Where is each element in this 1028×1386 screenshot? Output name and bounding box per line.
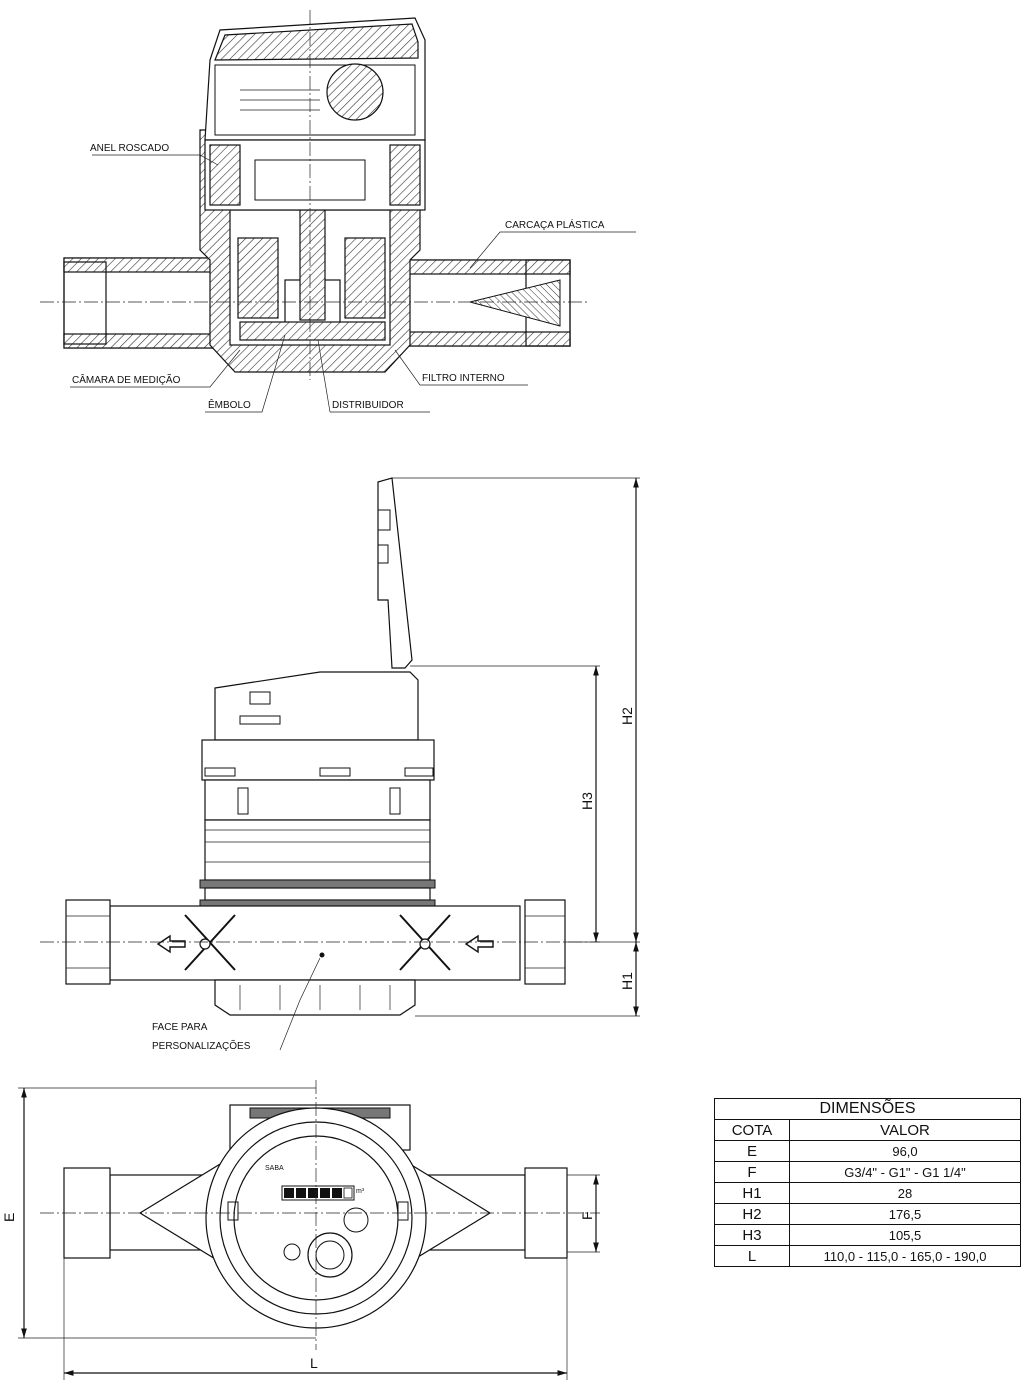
label-distribuidor: DISTRIBUIDOR — [332, 400, 404, 411]
table-header-row: COTA VALOR — [714, 1119, 1021, 1141]
register-gear — [326, 63, 384, 121]
piston-right — [344, 237, 386, 319]
label-carcaca-plastica: CARCAÇA PLÁSTICA — [505, 218, 605, 231]
cell-cota: F — [714, 1161, 790, 1183]
dial-small — [343, 1207, 369, 1233]
cell-cota: H3 — [714, 1224, 790, 1246]
dim-label-h1: H1 — [619, 972, 635, 990]
flow-arrow-left — [156, 934, 186, 954]
table-title: DIMENSÕES — [714, 1098, 1021, 1120]
section-right-pipe — [399, 259, 571, 347]
label-filtro-interno: FILTRO INTERNO — [422, 373, 505, 384]
personalization-point — [319, 952, 325, 958]
dial-unit: m³ — [356, 1188, 365, 1195]
cell-valor: 110,0 - 115,0 - 165,0 - 190,0 — [789, 1245, 1021, 1267]
table-row: L 110,0 - 115,0 - 165,0 - 190,0 — [714, 1245, 1021, 1267]
section-view — [40, 10, 636, 413]
table-row: H1 28 — [714, 1182, 1021, 1204]
dimensions-table: DIMENSÕES COTA VALOR E 96,0 F G3/4" - G1… — [714, 1098, 1021, 1267]
table-row: H2 176,5 — [714, 1203, 1021, 1225]
section-left-pipe — [63, 257, 225, 349]
register-housing — [214, 671, 419, 741]
threaded-ring — [204, 819, 431, 881]
table-row: E 96,0 — [714, 1140, 1021, 1162]
table-row: H3 105,5 — [714, 1224, 1021, 1246]
cell-valor: 105,5 — [789, 1224, 1021, 1246]
dial-brand: SABA — [265, 1165, 284, 1172]
dim-label-l: L — [310, 1355, 318, 1371]
distributor-shaft — [299, 209, 326, 321]
cell-valor: 176,5 — [789, 1203, 1021, 1225]
leader-camara — [70, 349, 241, 388]
label-camara-medicao: CÂMARA DE MEDIÇÃO — [72, 373, 181, 386]
dim-label-h3: H3 — [579, 792, 595, 810]
cell-cota: H2 — [714, 1203, 790, 1225]
label-face-line2: PERSONALIZAÇÕES — [152, 1039, 251, 1052]
top-view — [18, 1080, 600, 1380]
header-cota: COTA — [714, 1119, 790, 1141]
cell-cota: E — [714, 1140, 790, 1162]
leader-embolo — [205, 334, 286, 413]
dim-label-e: E — [1, 1213, 17, 1222]
leader-face — [279, 957, 321, 1051]
label-anel-roscado: ANEL ROSCADO — [90, 143, 169, 154]
dim-label-h2: H2 — [619, 707, 635, 725]
cell-cota: L — [714, 1245, 790, 1267]
leader-anel-roscado — [92, 154, 219, 166]
dim-label-f: F — [579, 1211, 595, 1220]
label-embolo: ÊMBOLO — [208, 398, 251, 411]
bottom-plate — [214, 979, 416, 1016]
cell-valor: 96,0 — [789, 1140, 1021, 1162]
leader-filtro — [394, 349, 528, 386]
side-view — [40, 477, 640, 1051]
open-lid — [377, 477, 413, 669]
header-valor: VALOR — [789, 1119, 1021, 1141]
table-row: F G3/4" - G1" - G1 1/4" — [714, 1161, 1021, 1183]
cell-valor: G3/4" - G1" - G1 1/4" — [789, 1161, 1021, 1183]
label-face-line1: FACE PARA — [152, 1022, 208, 1033]
table-title-row: DIMENSÕES — [714, 1098, 1021, 1120]
cell-cota: H1 — [714, 1182, 790, 1204]
leader-carcaca — [469, 231, 636, 269]
piston-left — [237, 237, 279, 319]
dial-large — [307, 1232, 353, 1278]
leader-distribuidor — [317, 339, 430, 413]
flow-arrow-right — [464, 934, 494, 954]
cell-valor: 28 — [789, 1182, 1021, 1204]
